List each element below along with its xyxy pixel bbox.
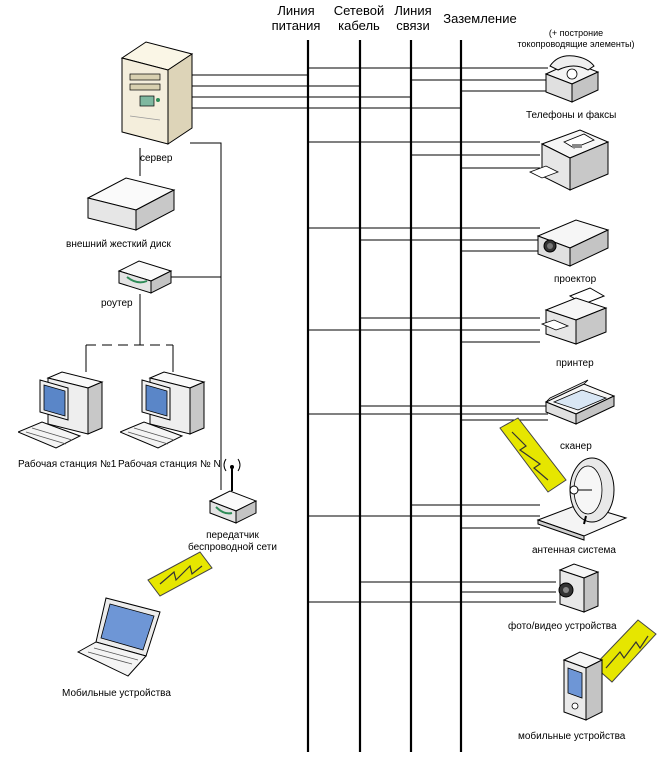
printer-label: принтер: [556, 358, 594, 369]
mobile-left-label: Мобильные устройства: [62, 688, 171, 699]
antenna-signal-icon: [498, 416, 568, 494]
header-comm-line: Линия связи: [394, 3, 432, 33]
router-icon: [117, 259, 173, 297]
camera-label: фото/видео устройства: [508, 621, 617, 632]
phones-label: Телефоны и факсы: [526, 110, 617, 121]
antenna-dish-icon: [536, 456, 628, 542]
hdd-label: внешний жесткий диск: [66, 239, 171, 250]
workstation-n-icon: [120, 370, 210, 454]
router-label: роутер: [101, 298, 133, 309]
antenna-label: антенная система: [532, 545, 616, 556]
camera-icon: [554, 560, 600, 614]
projector-icon: [536, 216, 610, 268]
projector-label: проектор: [554, 274, 597, 285]
server-icon: [118, 40, 194, 148]
hdd-icon: [86, 176, 176, 234]
scanner-icon: [544, 378, 616, 428]
header-ground: Заземление: [443, 11, 517, 26]
wireless-transmitter-label: передатчик беспроводной сети: [188, 530, 277, 553]
mobile-signal-icon: [592, 618, 658, 684]
laptop-icon: [76, 596, 166, 680]
scanner-label: сканер: [560, 441, 592, 452]
header-power-line: Линия питания: [271, 3, 321, 33]
phone-icon: [544, 54, 600, 106]
workstation-1-icon: [18, 370, 108, 454]
header-ground-note: (+ построние токопроводящие элементы): [517, 28, 635, 49]
wireless-signal-icon: [146, 550, 214, 598]
workstation-1-label: Рабочая станция №1: [18, 459, 117, 470]
printer-icon: [540, 286, 610, 346]
mobile-right-label: мобильные устройства: [518, 731, 626, 742]
fax-icon: [528, 128, 612, 194]
header-network-cable: Сетевой кабель: [333, 3, 385, 33]
server-label: сервер: [140, 153, 173, 164]
mobile-device-icon: [560, 650, 608, 722]
workstation-n-label: Рабочая станция № N: [118, 459, 221, 470]
wireless-transmitter-icon: [208, 455, 258, 527]
